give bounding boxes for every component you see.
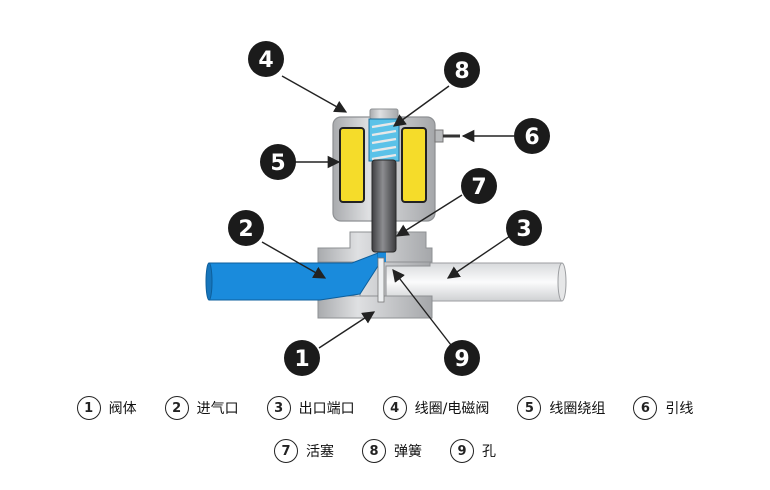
callout-circle xyxy=(228,210,264,246)
callout-3: 3 xyxy=(506,210,542,246)
legend-label: 弹簧 xyxy=(394,444,422,460)
callout-number: 1 xyxy=(294,347,309,372)
legend-number: 7 xyxy=(274,439,298,463)
legend-item: 5 线圈绕组 xyxy=(517,396,605,420)
legend-item: 1 阀体 xyxy=(76,396,137,420)
coil-winding xyxy=(339,127,427,203)
callout-6: 6 xyxy=(514,118,550,154)
legend-number: 4 xyxy=(382,396,407,420)
callout-4: 4 xyxy=(248,41,284,77)
callout-circle xyxy=(260,144,296,180)
callout-circle xyxy=(506,210,542,246)
legend-item: 6 引线 xyxy=(633,396,693,420)
legend-label: 出口端口 xyxy=(298,401,355,417)
legend-label: 引线 xyxy=(665,401,694,417)
solenoid-valve-diagram: 1 2 3 4 5 6 7 8 9 xyxy=(205,41,567,376)
callout-number: 4 xyxy=(258,48,273,73)
callout-1: 1 xyxy=(284,340,320,376)
callout-8: 8 xyxy=(444,52,480,88)
orifice xyxy=(377,257,385,303)
legend-label: 活塞 xyxy=(306,444,334,460)
legend-number: 3 xyxy=(266,396,291,420)
callout-circle xyxy=(461,168,497,204)
valve-body xyxy=(317,231,433,319)
callout-circle xyxy=(514,118,550,154)
plunger xyxy=(371,159,397,253)
callout-2: 2 xyxy=(228,210,264,246)
legend-label: 阀体 xyxy=(108,401,137,417)
callout-9: 9 xyxy=(444,340,480,376)
lead-wire xyxy=(434,129,460,143)
outlet-pipe xyxy=(385,262,567,302)
legend-item: 7 活塞 xyxy=(274,439,334,463)
callout-circle xyxy=(444,340,480,376)
legend-item: 4 线圈/电磁阀 xyxy=(382,396,490,420)
callout-number: 3 xyxy=(516,217,531,242)
legend-number: 6 xyxy=(633,396,658,420)
leader-lines xyxy=(261,75,514,349)
callout-number: 9 xyxy=(454,347,469,372)
callout-number: 6 xyxy=(524,125,539,150)
callout-circle xyxy=(248,41,284,77)
legend-number: 9 xyxy=(450,439,474,463)
callout-circle xyxy=(284,340,320,376)
callout-5: 5 xyxy=(260,144,296,180)
legend-row-1: 1 阀体 2 进气口 3 出口端口 4 线圈/电磁阀 5 线圈绕组 6 引线 xyxy=(0,396,770,420)
legend-label: 孔 xyxy=(482,444,496,460)
callout-number: 2 xyxy=(238,217,253,242)
callout-7: 7 xyxy=(461,168,497,204)
legend-item: 2 进气口 xyxy=(164,396,239,420)
callout-number: 8 xyxy=(454,59,469,84)
callout-number: 5 xyxy=(270,151,285,176)
legend-number: 2 xyxy=(164,396,189,420)
callout-circles: 1 2 3 4 5 6 7 8 9 xyxy=(228,41,550,376)
legend-number: 8 xyxy=(362,439,386,463)
legend-number: 1 xyxy=(76,396,101,420)
legend-item: 3 出口端口 xyxy=(266,396,355,420)
legend-item: 8 弹簧 xyxy=(362,439,422,463)
legend-label: 进气口 xyxy=(196,401,239,417)
callout-circle xyxy=(444,52,480,88)
callout-number: 7 xyxy=(471,175,486,200)
legend-label: 线圈/电磁阀 xyxy=(414,401,490,417)
legend-number: 5 xyxy=(517,396,542,420)
legend-label: 线圈绕组 xyxy=(549,401,606,417)
